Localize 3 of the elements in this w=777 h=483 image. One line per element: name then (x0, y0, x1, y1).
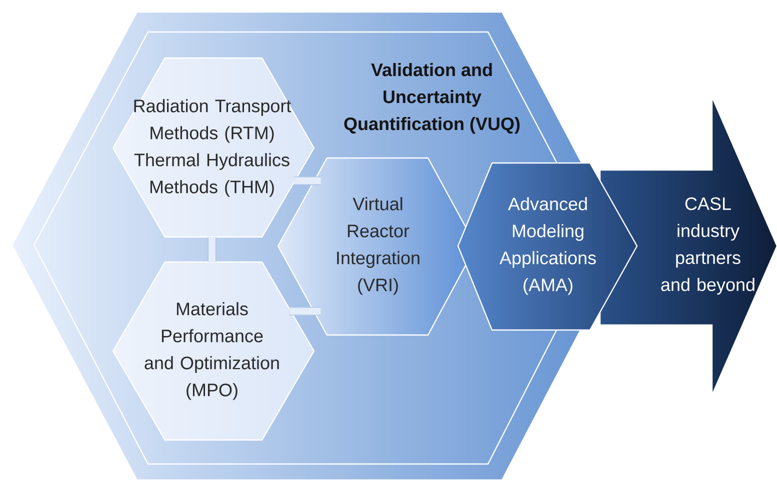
connector-bar (208, 237, 216, 262)
connector-bar (294, 176, 321, 186)
connector-bar (289, 306, 321, 316)
